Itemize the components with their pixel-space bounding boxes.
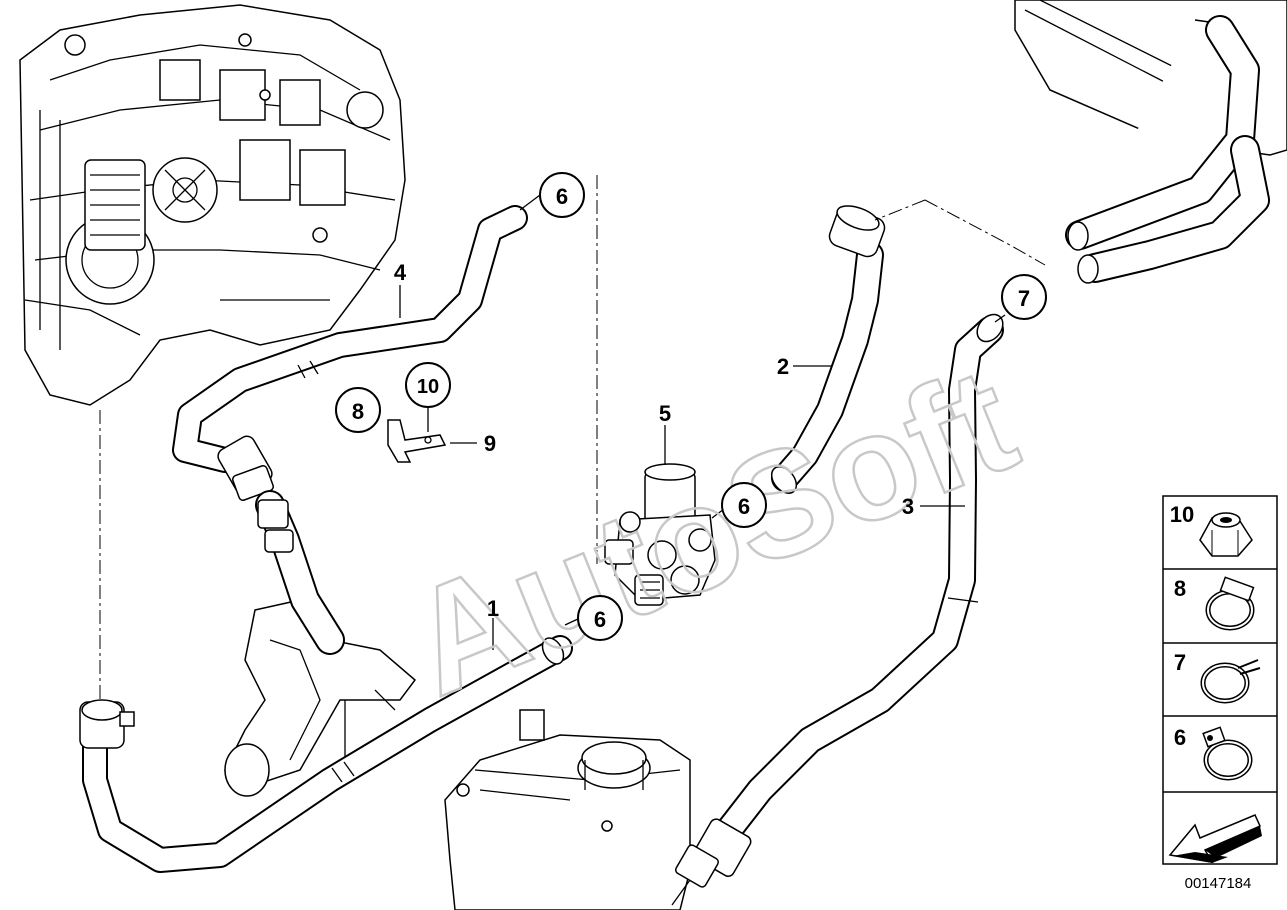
- svg-text:6: 6: [1174, 725, 1186, 750]
- callout-6-top: 6: [539, 172, 585, 218]
- legend-item-7: 7: [1174, 650, 1261, 704]
- spring-clamp-icon: [1200, 659, 1261, 704]
- svg-text:10: 10: [1170, 502, 1194, 527]
- svg-text:8: 8: [1174, 576, 1186, 601]
- callout-6-mid: 6: [721, 482, 767, 528]
- label-9: 9: [484, 431, 496, 456]
- svg-text:7: 7: [1018, 286, 1030, 311]
- hose-4: [172, 205, 528, 473]
- label-1: 1: [487, 596, 499, 621]
- label-5: 5: [659, 401, 671, 426]
- svg-text:10: 10: [417, 376, 439, 398]
- legend-item-8: 8: [1174, 576, 1255, 631]
- document-number: 00147184: [1185, 875, 1252, 892]
- label-2: 2: [777, 354, 789, 379]
- expansion-tank-illustration: [444, 709, 691, 910]
- hose-3: [671, 313, 1004, 906]
- hose-1-connector: [79, 699, 135, 749]
- svg-text:6: 6: [556, 184, 568, 209]
- hose-clamp-icon: [1202, 726, 1253, 781]
- water-valve: [604, 463, 716, 606]
- hose-2: [770, 205, 886, 494]
- hose-1: [82, 635, 573, 873]
- hose-4-connector: [217, 435, 345, 655]
- callout-8: 8: [335, 387, 381, 433]
- parts-legend: 10 8 7 6: [1162, 495, 1278, 865]
- watermark-text: AutoSoft: [386, 334, 1036, 727]
- callout-10: 10: [405, 362, 451, 408]
- svg-text:7: 7: [1174, 650, 1186, 675]
- direction-arrow-icon: [1168, 814, 1262, 864]
- label-4: 4: [394, 260, 407, 285]
- callout-7: 7: [1001, 274, 1047, 320]
- radiator-pipes-illustration: [1014, 0, 1287, 284]
- reference-lines: [99, 175, 1046, 700]
- nut-icon: [1199, 512, 1253, 557]
- engine-block-illustration: [19, 4, 406, 406]
- legend-item-10: 10: [1170, 502, 1253, 557]
- bracket-part-9: [387, 419, 447, 463]
- svg-text:6: 6: [738, 494, 750, 519]
- svg-text:8: 8: [352, 399, 364, 424]
- legend-item-6: 6: [1174, 725, 1253, 781]
- pipe-assembly-illustration: [223, 599, 417, 797]
- label-3: 3: [902, 494, 914, 519]
- clamp-icon: [1205, 576, 1255, 631]
- svg-text:6: 6: [594, 607, 606, 632]
- callout-6-low: 6: [577, 595, 623, 641]
